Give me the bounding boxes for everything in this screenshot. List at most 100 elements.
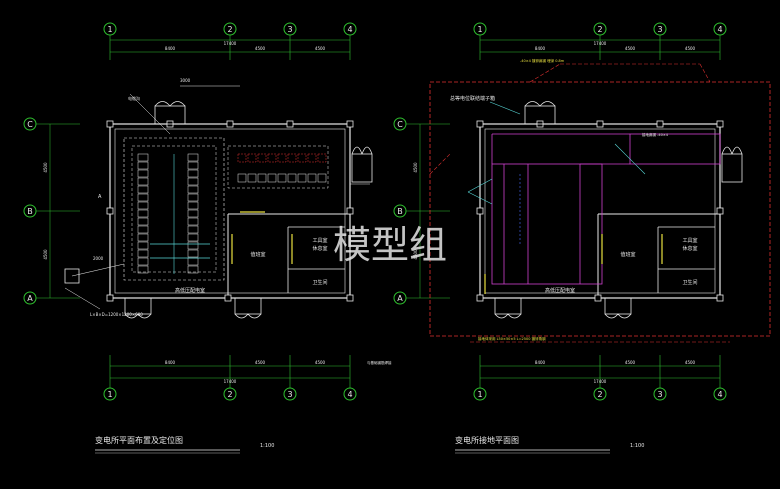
lv-panel (267, 153, 277, 163)
lv-panel (287, 153, 297, 163)
leader-line (129, 93, 171, 135)
door-frame (721, 153, 743, 183)
dim-bottom-2: 4500 (685, 360, 696, 365)
door-frame (234, 297, 262, 315)
note-ground-box: 总等电位联结端子箱 (450, 95, 495, 102)
leader-line (467, 178, 493, 193)
grid-row-C-label: C (27, 120, 33, 129)
grid-col-bottom-1-label: 1 (477, 390, 482, 399)
switchgear-cabinet (137, 169, 149, 178)
ground-lead (429, 153, 451, 175)
lv-panel (237, 173, 247, 183)
leader-line (71, 263, 125, 277)
door-swing (124, 313, 152, 319)
building-inner-wall (484, 128, 716, 294)
switchgear-cabinet (137, 185, 149, 194)
switchgear-cabinet (137, 201, 149, 210)
leader-line (467, 191, 493, 205)
switchgear-cabinet (187, 201, 199, 210)
dim-left-0: 4500 (43, 162, 48, 173)
dim-total-bottom: 17400 (224, 379, 237, 384)
lv-panel (307, 153, 317, 163)
column-post (226, 120, 234, 128)
switchgear-cabinet (187, 169, 199, 178)
leader-line (489, 101, 521, 115)
lv-panel (277, 173, 287, 183)
grid-col-bottom-3-label: 3 (657, 390, 662, 399)
ground-lead (529, 63, 561, 83)
note-side: 与基础钢筋焊接 (367, 360, 392, 365)
door-frame (351, 153, 373, 183)
note-3000: 3000 (180, 78, 191, 83)
column-post (594, 294, 602, 302)
grid-col-bottom-4-label: 4 (347, 390, 352, 399)
room-label-wc: 卫生间 (312, 279, 327, 286)
room-label-rest: 休息室 (312, 245, 327, 252)
switchgear-cabinet (187, 249, 199, 258)
ground-lead (699, 63, 711, 83)
room-label-tools: 工具室 (682, 237, 697, 244)
switchgear-cabinet (137, 217, 149, 226)
dim-bottom-2: 4500 (315, 360, 326, 365)
plan-scale: 1:100 (630, 443, 644, 449)
grid-col-bottom-2-label: 2 (597, 390, 602, 399)
left-floor-plan: 1122334417400174008400840045004500450045… (23, 22, 373, 454)
dim-top-2: 4500 (685, 46, 696, 51)
lv-trench (227, 145, 329, 189)
dim-bottom-1: 4500 (625, 360, 636, 365)
door-swing (234, 313, 262, 319)
lv-panel (297, 153, 307, 163)
column-post (224, 294, 232, 302)
dim-top-0: 8400 (535, 46, 546, 51)
switchgear-cabinet (137, 233, 149, 242)
note-ground-bar: 接地扁钢 -40×4 (642, 132, 669, 137)
room-label-hv: 高低压配电室 (545, 287, 575, 294)
switchgear-cabinet (187, 233, 199, 242)
room-label-tools: 工具室 (312, 237, 327, 244)
switchgear-cabinet (137, 265, 149, 274)
dim-top-1: 4500 (255, 46, 266, 51)
door-swing (721, 146, 743, 155)
note-top: -40×4 镀锌扁钢 埋深 0.8m (520, 58, 565, 63)
switchgear-cabinet (187, 153, 199, 162)
dim-bottom-0: 8400 (165, 360, 176, 365)
grid-col-top-4-label: 4 (717, 25, 722, 34)
column-post (346, 294, 354, 302)
watermark-text: 模型组 (333, 223, 447, 267)
grid-row-C-label: C (397, 120, 403, 129)
room-label-rest: 休息室 (682, 245, 697, 252)
column-post (596, 120, 604, 128)
dim-total: 17400 (594, 41, 607, 46)
grid-row-A-label: A (397, 294, 403, 303)
switchgear-cabinet (187, 161, 199, 170)
column-post (346, 120, 354, 128)
switchgear-cabinet (187, 257, 199, 266)
grid-col-top-1-label: 1 (107, 25, 112, 34)
grid-row-A-label: A (27, 294, 33, 303)
switchgear-cabinet (187, 241, 199, 250)
room-label-wc: 卫生间 (682, 279, 697, 286)
grid-col-top-2-label: 2 (597, 25, 602, 34)
lv-panel (307, 173, 317, 183)
room-label-duty: 值班室 (620, 251, 635, 258)
ground-bar-loop (491, 163, 603, 285)
plan-scale: 1:100 (260, 443, 274, 449)
switchgear-cabinet (137, 257, 149, 266)
lv-panel (247, 173, 257, 183)
building-outer-wall (479, 123, 721, 299)
switchgear-cabinet (137, 225, 149, 234)
ground-bar-box (629, 133, 721, 165)
note-2000: 2000 (93, 256, 104, 261)
grid-col-top-2-label: 2 (227, 25, 232, 34)
lv-panel (317, 173, 327, 183)
dim-bottom-1: 4500 (255, 360, 266, 365)
grid-col-bottom-3-label: 3 (287, 390, 292, 399)
door-swing (524, 101, 556, 107)
switchgear-cabinet (137, 249, 149, 258)
switchgear-cabinet (187, 225, 199, 234)
outdoor-trench-box (64, 268, 80, 284)
dim-left-0: 4500 (413, 162, 418, 173)
ground-ring (429, 81, 771, 337)
grid-col-bottom-1-label: 1 (107, 390, 112, 399)
